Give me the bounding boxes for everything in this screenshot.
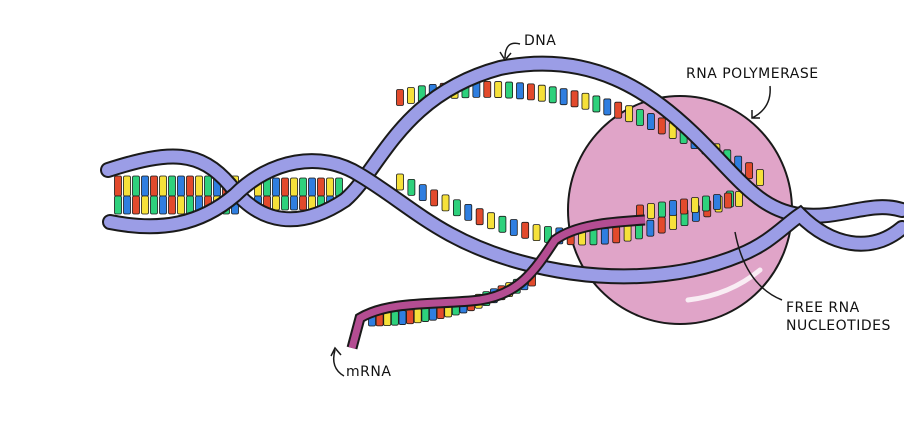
rna-polymerase-label: RNA POLYMERASE: [686, 66, 819, 82]
free-rna-pointer-line: [734, 231, 783, 301]
nucleotide-base: [612, 226, 621, 244]
nucleotide-base: [407, 87, 415, 104]
nucleotide-base: [150, 175, 158, 197]
nucleotide-base: [657, 117, 666, 135]
nucleotide-base: [537, 84, 546, 102]
mrna-pointer-arrow: [330, 346, 345, 377]
nucleotide-base: [713, 194, 721, 210]
nucleotide-base: [452, 199, 461, 217]
nucleotide-base: [299, 195, 307, 211]
nucleotide-base: [281, 177, 289, 197]
nucleotide-base: [272, 195, 280, 211]
nucleotide-base: [407, 178, 416, 196]
nucleotide-base: [177, 195, 185, 215]
nucleotide-base: [487, 212, 495, 230]
nucleotide-base: [159, 175, 167, 197]
nucleotide-base: [669, 200, 677, 216]
nucleotide-base: [505, 81, 513, 99]
nucleotide-base: [581, 92, 590, 110]
mrna-label: mRNA: [346, 364, 392, 380]
nucleotide-base: [413, 308, 422, 324]
nucleotide-base: [647, 203, 655, 219]
nucleotide-base: [168, 195, 176, 215]
nucleotide-base: [317, 177, 325, 197]
nucleotide-base: [396, 173, 404, 191]
nucleotide-base: [123, 175, 131, 197]
nucleotide-base: [281, 195, 289, 211]
nucleotide-base: [441, 194, 450, 212]
nucleotide-base: [132, 175, 140, 197]
nucleotide-base: [559, 88, 568, 106]
nucleotide-base: [132, 195, 140, 215]
nucleotide-base: [657, 216, 666, 234]
nucleotide-base: [406, 309, 414, 325]
nucleotide-base: [592, 95, 601, 113]
nucleotide-base: [735, 191, 743, 207]
nucleotide-base: [421, 307, 430, 322]
nucleotide-base: [745, 162, 753, 180]
nucleotide-base: [186, 175, 194, 197]
nucleotide-base: [418, 184, 427, 202]
nucleotide-base: [724, 192, 732, 209]
nucleotide-base: [123, 195, 131, 215]
nucleotide-base: [532, 224, 541, 242]
nucleotide-base: [177, 175, 185, 197]
nucleotide-base: [625, 105, 633, 123]
nucleotide-base: [548, 86, 557, 104]
free-rna-label-line2: NUCLEOTIDES: [786, 318, 891, 334]
nucleotide-base: [756, 169, 764, 186]
nucleotide-base: [150, 195, 158, 215]
nucleotide-base: [516, 82, 524, 100]
nucleotide-base: [680, 198, 688, 215]
nucleotide-base: [521, 221, 530, 239]
nucleotide-base: [636, 109, 644, 126]
nucleotide-base: [646, 219, 655, 237]
dna-pointer-arrow: [499, 42, 521, 62]
nucleotide-base: [299, 177, 307, 197]
nucleotide-base: [290, 195, 298, 211]
nucleotide-base: [483, 80, 492, 98]
nucleotide-base: [570, 90, 579, 108]
nucleotide-base: [430, 189, 439, 207]
nucleotide-base: [114, 175, 122, 197]
nucleotide-base: [623, 224, 632, 242]
nucleotide-base: [614, 101, 623, 119]
nucleotide-base: [195, 175, 203, 197]
nucleotide-base: [494, 81, 503, 98]
nucleotide-base: [702, 195, 710, 212]
nucleotide-base: [475, 208, 484, 226]
nucleotide-base: [396, 89, 404, 106]
nucleotide-base: [669, 213, 678, 230]
nucleotide-base: [390, 310, 399, 326]
nucleotide-base: [168, 175, 176, 197]
nucleotide-base: [204, 175, 212, 197]
nucleotide-base: [464, 203, 473, 221]
nucleotide-base: [691, 197, 699, 213]
nucleotide-base: [498, 215, 507, 233]
nucleotide-base: [159, 195, 167, 215]
nucleotide-base: [308, 177, 316, 197]
nucleotide-base: [326, 177, 334, 197]
nucleotide-base: [114, 195, 122, 215]
nucleotide-base: [600, 227, 609, 245]
free-rna-label-line1: FREE RNA: [786, 300, 860, 316]
dna-label: DNA: [524, 33, 557, 49]
nucleotide-base: [647, 113, 655, 130]
nucleotide-base: [398, 310, 407, 325]
nucleotide-base: [658, 201, 666, 218]
nucleotide-base: [272, 177, 280, 197]
nucleotide-base: [290, 177, 298, 197]
nucleotide-base: [141, 195, 149, 215]
nucleotide-base: [527, 83, 535, 101]
free-rna-nucleotides: [636, 191, 743, 221]
nucleotide-base: [509, 219, 518, 236]
nucleotide-base: [141, 175, 149, 197]
nucleotide-base: [603, 98, 612, 116]
rna-polymerase-pointer-arrow: [751, 85, 771, 119]
